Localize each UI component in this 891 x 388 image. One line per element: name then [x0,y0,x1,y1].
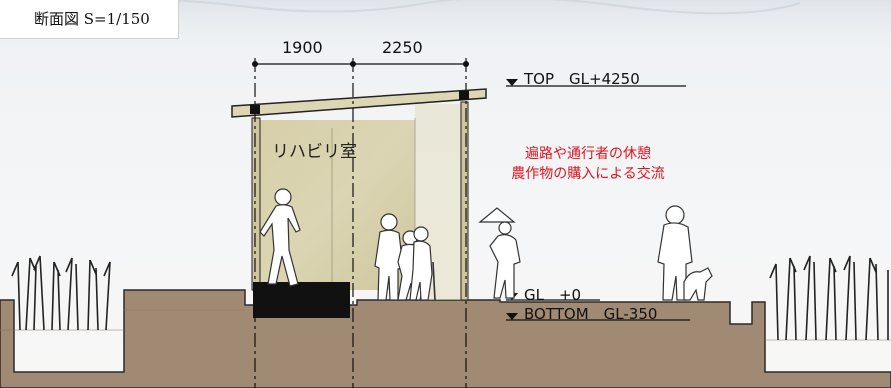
dimension-lines [254,58,467,388]
caption-text: 断面図 S=1/150 [34,10,150,28]
level-gl-label: GL +0 [524,286,582,304]
post-right [460,101,469,301]
ground-section [0,289,891,388]
person-pilgrim [478,207,521,299]
people-silhouettes [259,188,713,301]
dimension-1900: 1900 [282,38,323,57]
foundation [253,282,350,318]
dim-dot-1 [252,61,258,67]
cloud-line [59,0,801,15]
drawing-caption: 断面図 S=1/150 [0,0,179,39]
dim-dot-3 [463,61,469,67]
note-line-1: 遍路や通行者の休憩 [525,146,651,162]
room-label: リハビリ室 [272,142,357,162]
note-line-2: 農作物の購入による交流 [511,166,665,182]
person-elder-3 [409,226,436,301]
reeds-right [769,255,889,341]
activity-note: 遍路や通行者の休憩 農作物の購入による交流 [458,144,718,184]
roof [231,88,487,118]
person-elder-1 [374,213,404,301]
dimension-2250: 2250 [382,38,423,57]
level-bottom-label: BOTTOM GL-350 [524,305,658,323]
reeds-left [11,255,111,331]
person-walking [259,188,301,287]
roof-bracket-right [459,91,469,100]
post-left [251,117,261,291]
person-with-dog [657,205,713,301]
level-top-label: TOP GL+4250 [524,70,640,88]
dim-dot-2 [350,61,356,67]
